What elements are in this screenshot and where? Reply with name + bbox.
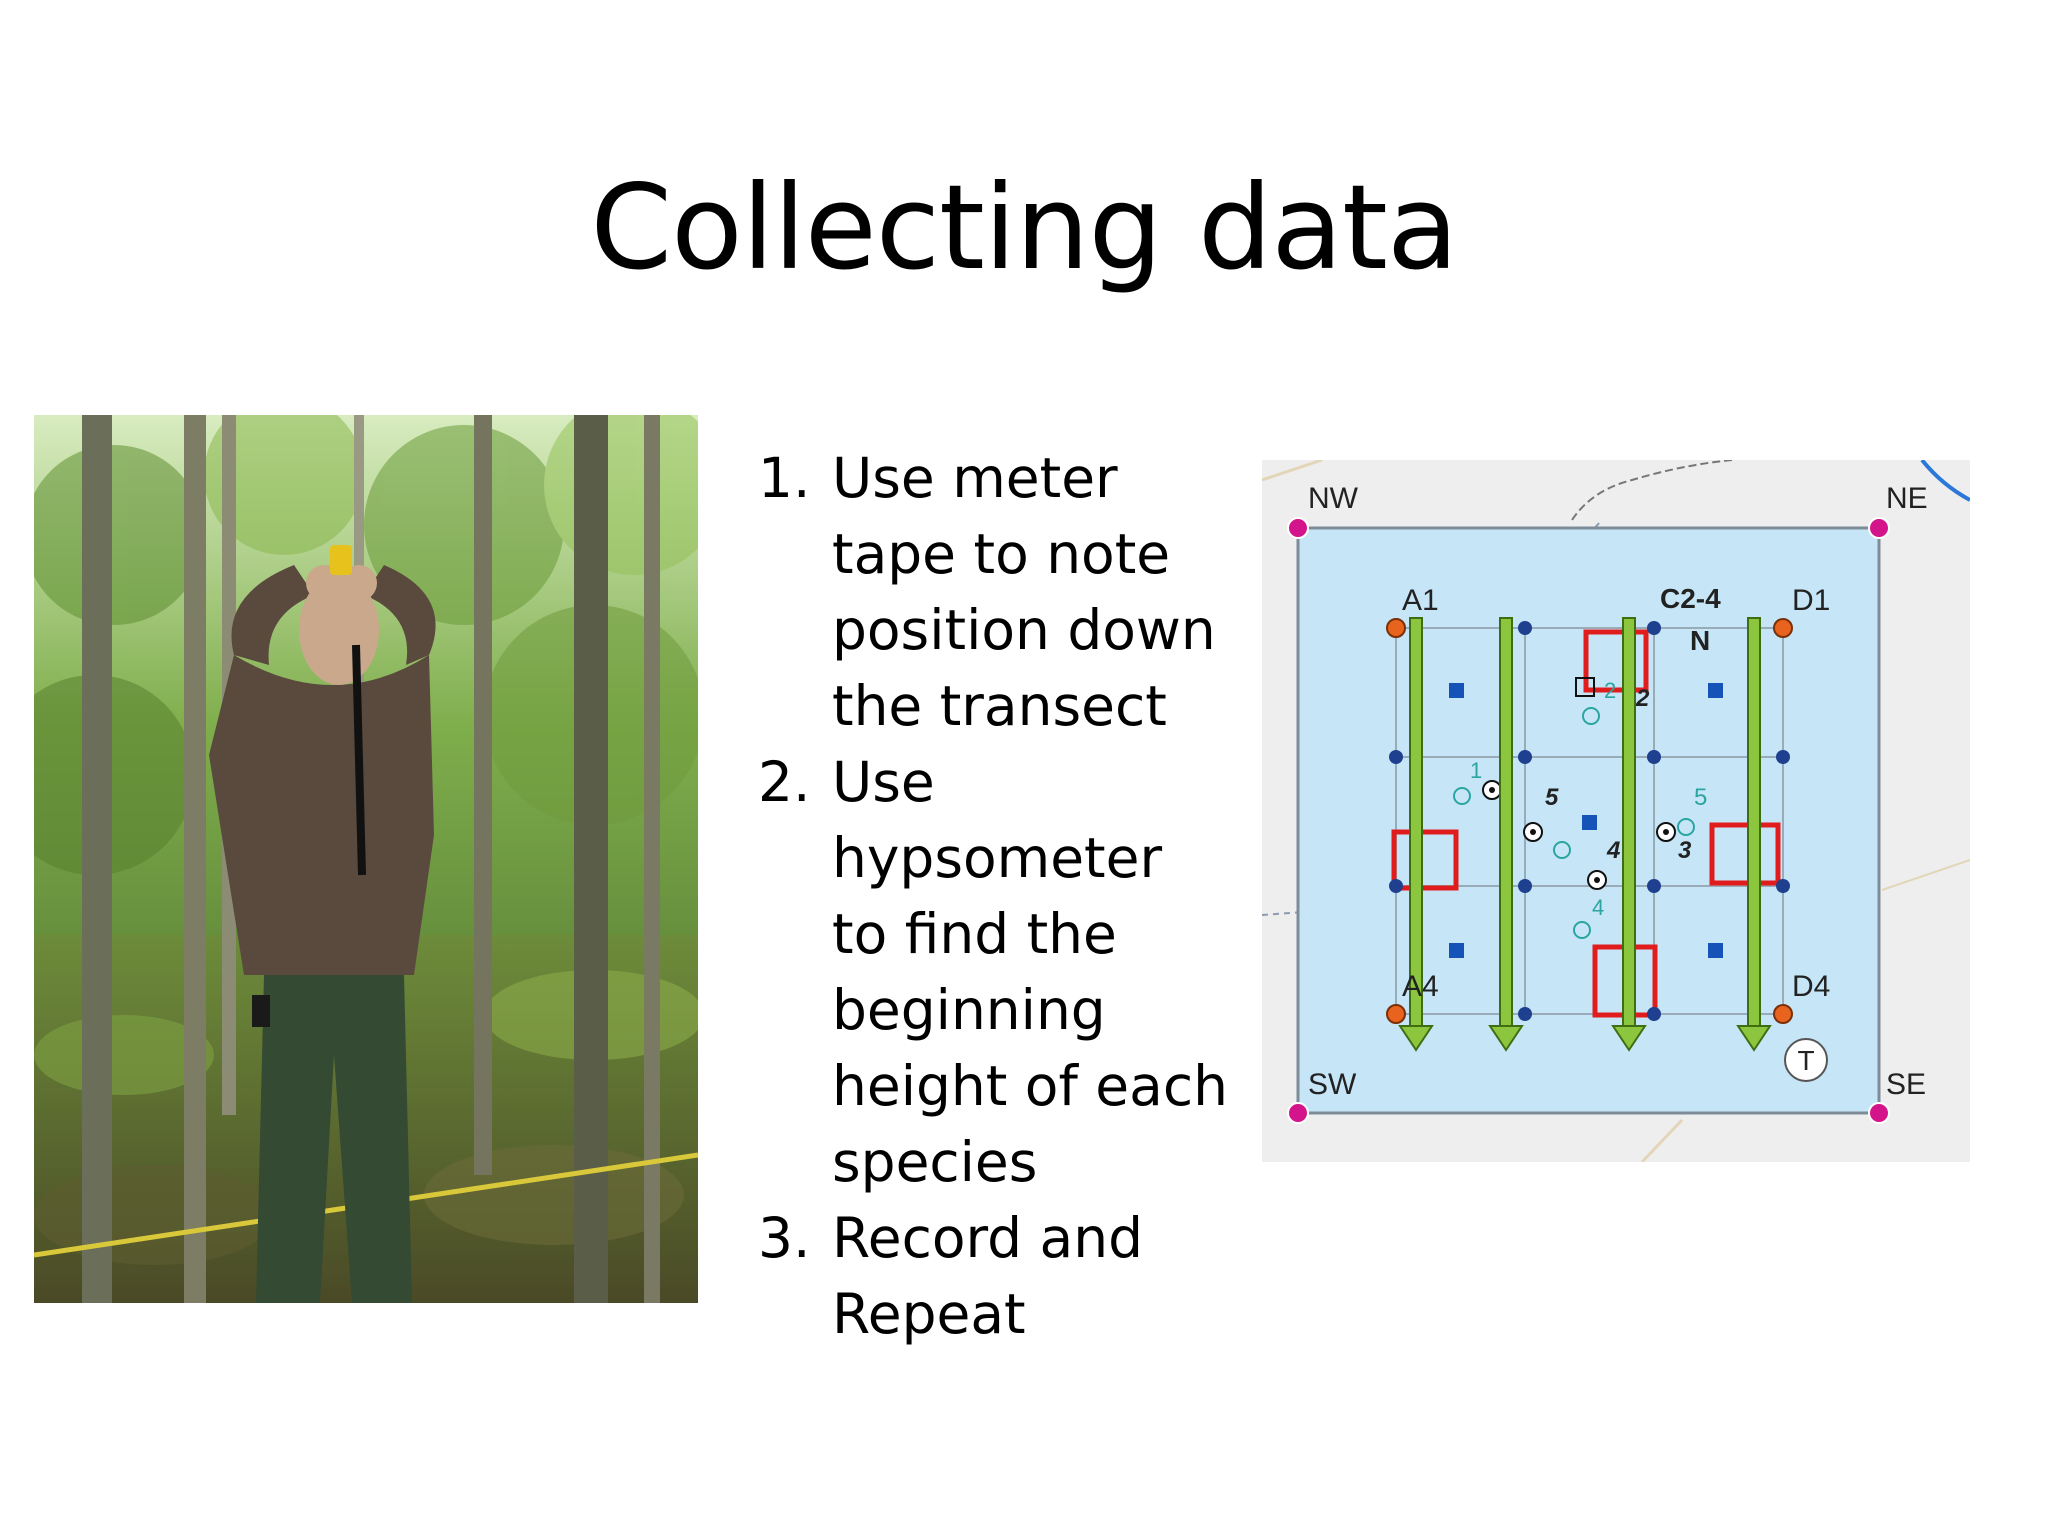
quadrat	[1583, 629, 1649, 693]
grid-label-d1: D1	[1792, 584, 1830, 617]
step-line: species	[832, 1130, 1038, 1194]
grid-label-d4: D4	[1792, 970, 1830, 1003]
step-number: 2.	[758, 750, 811, 814]
tree-number: 3	[1678, 837, 1692, 864]
step-item: 3. Record and Repeat	[758, 1200, 1278, 1352]
tree-number: 5	[1694, 784, 1707, 811]
steps-list: 1. Use meter tape to note position down …	[758, 440, 1278, 1352]
tree-number: 4	[1606, 837, 1620, 864]
step-line: Repeat	[832, 1282, 1026, 1346]
tree-number: 5	[1545, 784, 1559, 811]
trail-line	[1571, 460, 1733, 521]
tree-number: 2	[1604, 678, 1616, 703]
tree-number: 4	[1592, 895, 1604, 920]
grid-label-a1: A1	[1402, 584, 1439, 617]
plot-map: 5 4 3 2 1 2 5 4	[1262, 460, 1970, 1162]
corner-label-sw: SW	[1308, 1068, 1357, 1101]
marker-t-icon	[1784, 1038, 1828, 1082]
forest-photo	[34, 415, 698, 1303]
node-markers	[1389, 621, 1790, 1021]
transect-arrows	[1398, 617, 1772, 1052]
step-number: 1.	[758, 446, 811, 510]
tree-number: 2	[1635, 685, 1650, 712]
transect-arrow	[1488, 617, 1524, 1052]
step-line: tape to note	[832, 522, 1171, 586]
transect-arrow	[1736, 617, 1772, 1052]
grid-label-a4: A4	[1402, 970, 1439, 1003]
step-line: Use	[832, 750, 935, 814]
tree-symbols-teal	[1453, 707, 1695, 939]
corner-label-se: SE	[1886, 1068, 1926, 1101]
corner-label-ne: NE	[1886, 482, 1928, 515]
step-line: hypsometer	[832, 826, 1163, 890]
step-number: 3.	[758, 1206, 811, 1270]
quadrat	[1391, 829, 1459, 891]
tree-number: 1	[1470, 758, 1482, 783]
step-line: Record and	[832, 1206, 1143, 1270]
person-figure	[209, 545, 436, 1303]
corner-label-nw: NW	[1308, 482, 1359, 515]
marker-t-label: T	[1797, 1045, 1814, 1076]
stream-line	[1920, 460, 1970, 502]
step-line: to find the	[832, 902, 1117, 966]
square-markers	[1449, 683, 1723, 958]
transect-arrow	[1611, 617, 1647, 1052]
plot-corner-markers	[1287, 517, 1890, 1124]
step-item: 1. Use meter tape to note position down …	[758, 440, 1278, 744]
step-item: 2. Use hypsometer to find the beginning …	[758, 744, 1278, 1200]
grid-label-n: N	[1690, 625, 1710, 656]
step-line: height of each	[832, 1054, 1228, 1118]
forest-photo-illustration	[34, 415, 698, 1303]
step-line: beginning	[832, 978, 1106, 1042]
transect-arrow	[1398, 617, 1434, 1052]
grid-label-c2-4: C2-4	[1660, 583, 1721, 614]
grid-corner-markers	[1386, 618, 1793, 1024]
step-line: position down	[832, 598, 1216, 662]
quadrat	[1709, 822, 1781, 886]
step-line: Use meter	[832, 446, 1118, 510]
slide-title: Collecting data	[590, 159, 1458, 296]
step-line: the transect	[832, 674, 1167, 738]
plot-map-diagram: 5 4 3 2 1 2 5 4	[1262, 460, 1970, 1162]
